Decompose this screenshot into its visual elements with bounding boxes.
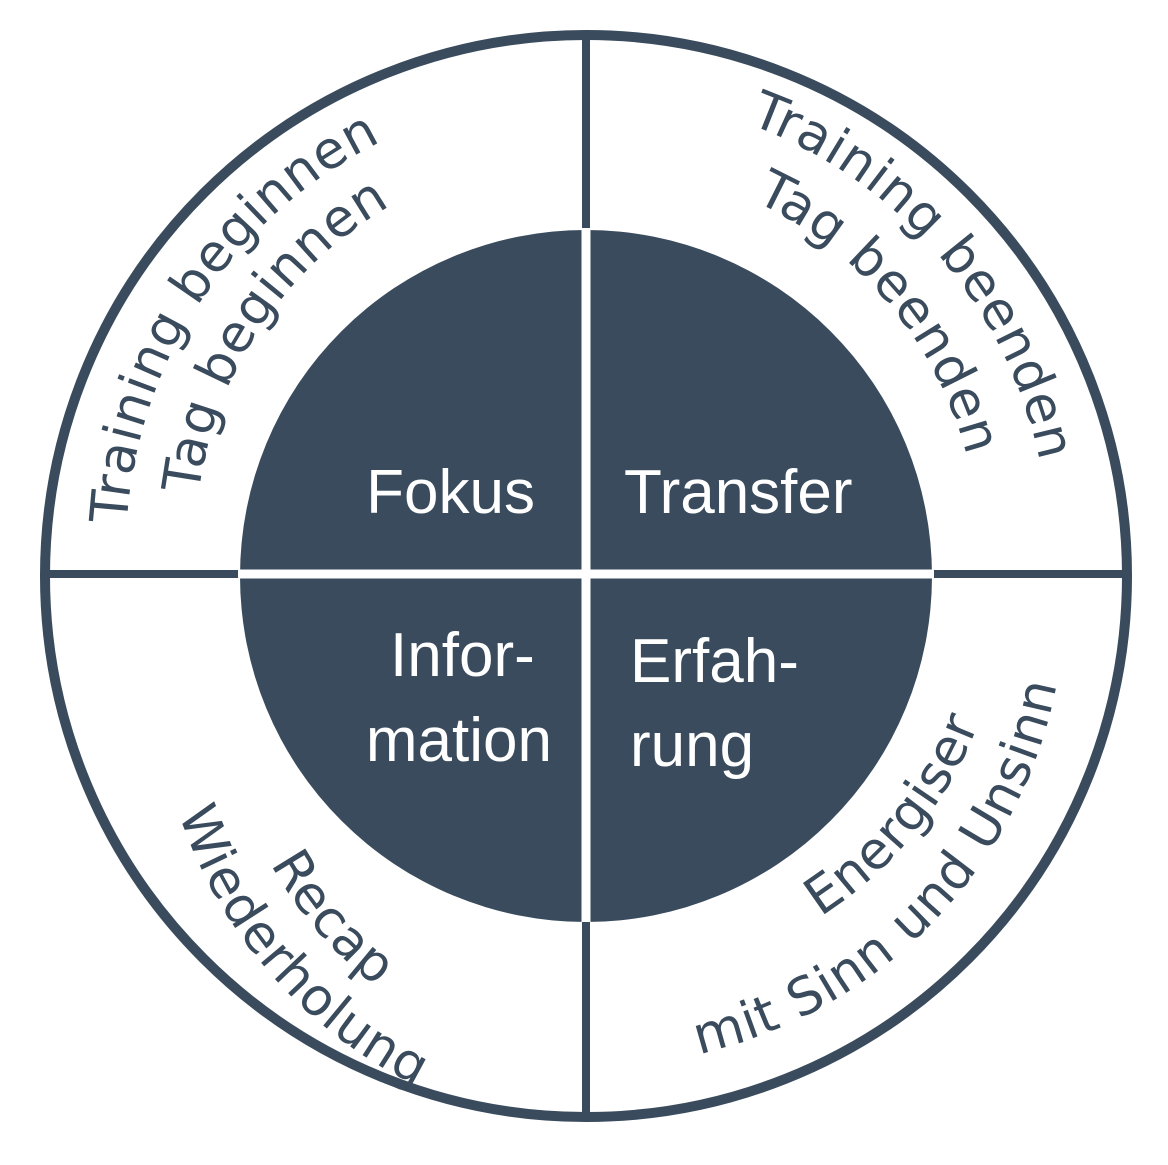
label-information: Infor- mation (366, 621, 552, 775)
label-erfahrung: Erfah- rung (630, 627, 816, 780)
label-transfer: Transfer (624, 458, 853, 527)
label-fokus: Fokus (366, 458, 535, 527)
